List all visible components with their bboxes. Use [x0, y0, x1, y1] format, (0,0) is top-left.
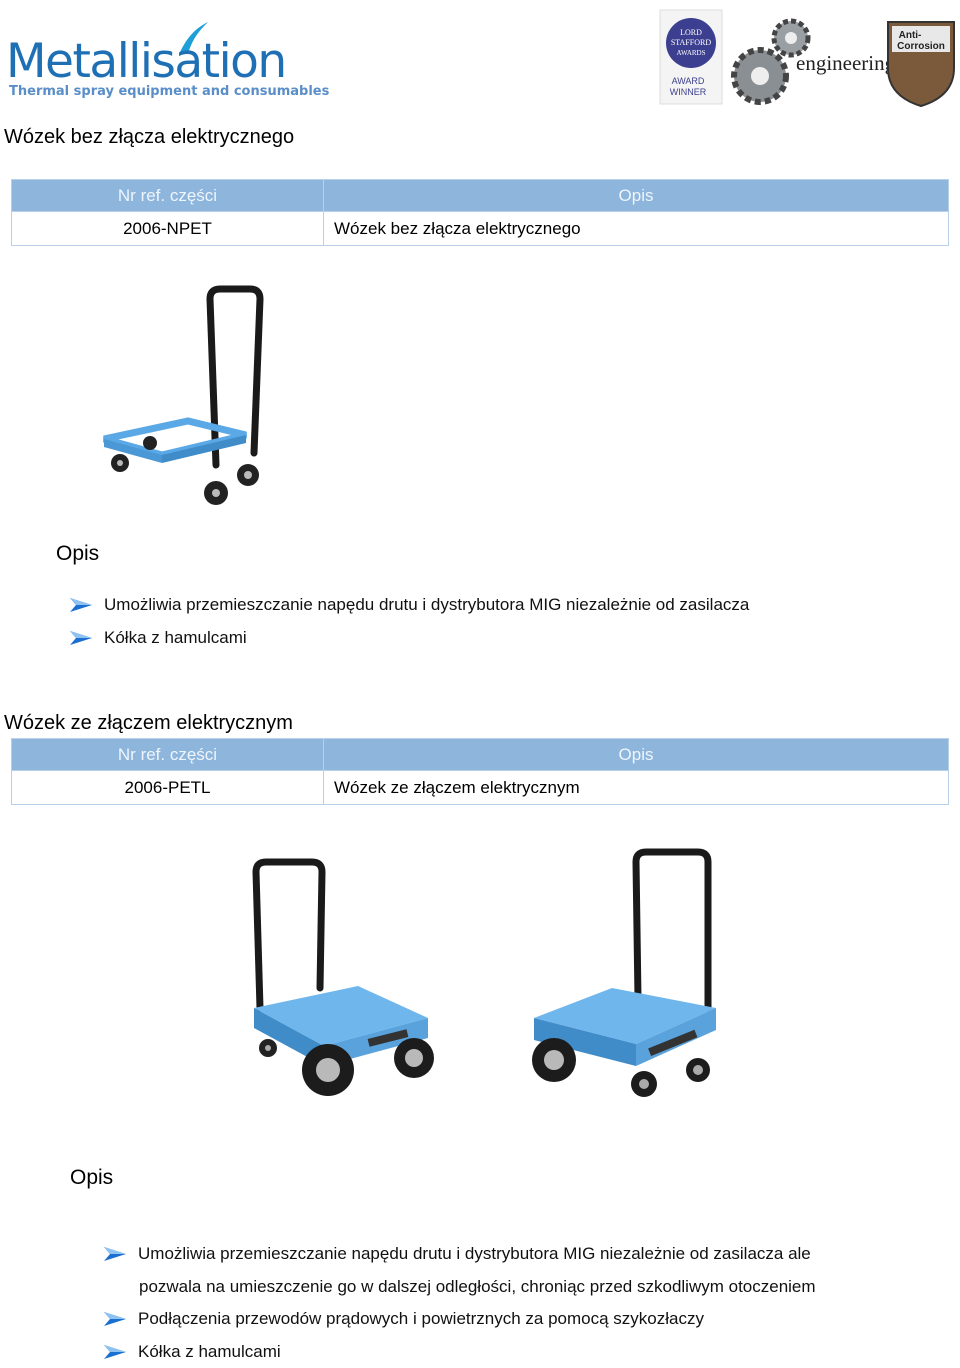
- column-header-ref: Nr ref. części: [12, 739, 324, 771]
- award-line: AWARDS: [677, 49, 706, 57]
- section1-opis-heading: Opis: [56, 542, 99, 566]
- list-item: Kółka z hamulcami: [104, 1336, 816, 1368]
- logo-wordmark: Metallisation: [6, 34, 286, 90]
- company-logo: Metallisation Thermal spray equipment an…: [6, 34, 316, 106]
- cart-with-connector-image-right: [520, 848, 730, 1108]
- award-winner-line: AWARD: [672, 76, 705, 86]
- list-item: Umożliwia przemieszczanie napędu drutu i…: [104, 1238, 816, 1303]
- list-item-text: Kółka z hamulcami: [138, 1342, 281, 1361]
- anti-corrosion-shield-icon: Anti- Corrosion: [888, 22, 954, 106]
- section1-parts-table: Nr ref. części Opis 2006-NPET Wózek bez …: [11, 179, 949, 246]
- logo-tagline: Thermal spray equipment and consumables: [9, 84, 329, 99]
- bullet-arrow-icon: [104, 1312, 126, 1326]
- table-row: 2006-NPET Wózek bez złącza elektrycznego: [12, 212, 949, 246]
- cart-no-connector-image: [68, 285, 278, 513]
- bullet-arrow-icon: [104, 1345, 126, 1359]
- column-header-ref: Nr ref. części: [12, 180, 324, 212]
- list-item: Umożliwia przemieszczanie napędu drutu i…: [70, 589, 749, 622]
- part-desc-cell: Wózek ze złączem elektrycznym: [324, 771, 949, 805]
- engineering-text: engineering: [796, 51, 896, 75]
- bullet-arrow-icon: [70, 598, 92, 612]
- list-item-text: Podłączenia przewodów prądowych i powiet…: [138, 1309, 704, 1328]
- header-badges: LORD STAFFORD AWARDS AWARD WINNER engine…: [658, 8, 958, 108]
- list-item-text: Umożliwia przemieszczanie napędu drutu i…: [104, 595, 749, 614]
- part-ref-cell: 2006-PETL: [12, 771, 324, 805]
- award-line: STAFFORD: [671, 38, 711, 47]
- anti-corrosion-line: Corrosion: [897, 41, 945, 52]
- anti-corrosion-line: Anti-: [899, 30, 922, 41]
- list-item-text: Kółka z hamulcami: [104, 628, 247, 647]
- award-winner-line: WINNER: [670, 87, 707, 97]
- part-desc-cell: Wózek bez złącza elektrycznego: [324, 212, 949, 246]
- section2-opis-heading: Opis: [70, 1166, 113, 1190]
- table-header-row: Nr ref. części Opis: [12, 180, 949, 212]
- section1-feature-list: Umożliwia przemieszczanie napędu drutu i…: [70, 589, 749, 654]
- list-item-text: Umożliwia przemieszczanie napędu drutu i…: [138, 1244, 811, 1263]
- section2-title: Wózek ze złączem elektrycznym: [4, 712, 293, 735]
- section1-title: Wózek bez złącza elektrycznego: [4, 126, 294, 149]
- table-header-row: Nr ref. części Opis: [12, 739, 949, 771]
- section2-parts-table: Nr ref. części Opis 2006-PETL Wózek ze z…: [11, 738, 949, 805]
- list-item: Kółka z hamulcami: [70, 622, 749, 655]
- column-header-desc: Opis: [324, 739, 949, 771]
- award-badge-icon: LORD STAFFORD AWARDS AWARD WINNER: [660, 10, 722, 104]
- cart-with-connector-image-left: [238, 858, 438, 1108]
- list-item-text-continued: pozwala na umieszczenie go w dalszej odl…: [138, 1277, 816, 1296]
- section2-feature-list: Umożliwia przemieszczanie napędu drutu i…: [104, 1238, 816, 1368]
- table-row: 2006-PETL Wózek ze złączem elektrycznym: [12, 771, 949, 805]
- part-ref-cell: 2006-NPET: [12, 212, 324, 246]
- column-header-desc: Opis: [324, 180, 949, 212]
- bullet-arrow-icon: [104, 1247, 126, 1261]
- bullet-arrow-icon: [70, 631, 92, 645]
- list-item: Podłączenia przewodów prądowych i powiet…: [104, 1303, 816, 1336]
- award-line: LORD: [680, 28, 702, 37]
